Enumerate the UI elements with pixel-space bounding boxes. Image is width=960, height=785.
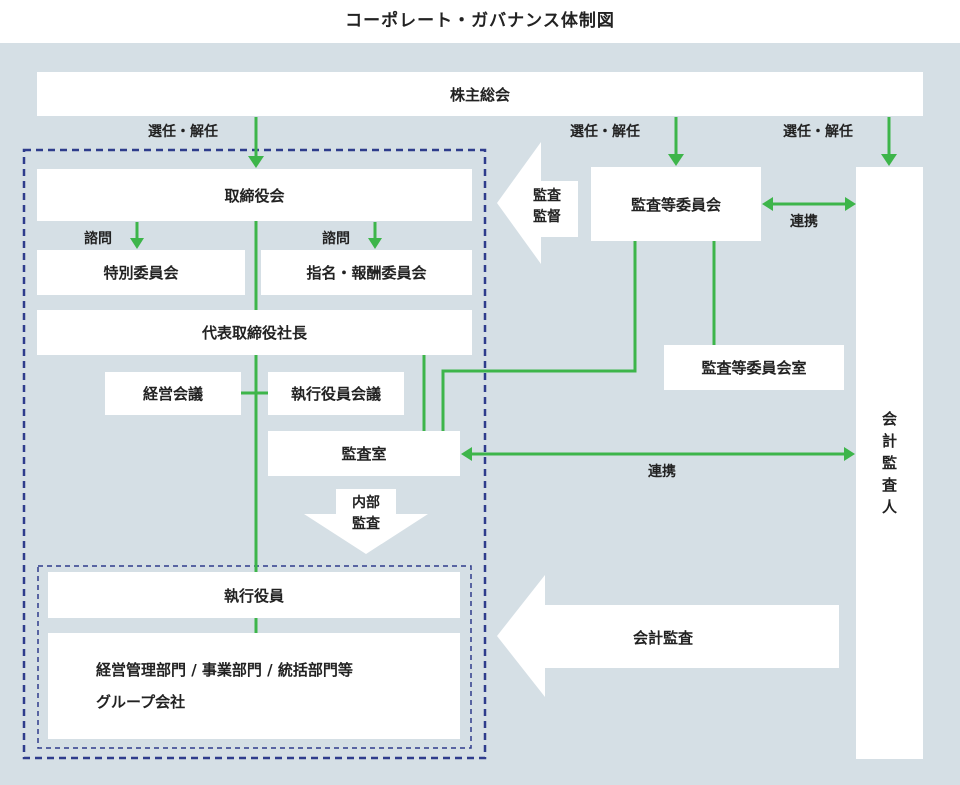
elect-dismiss-label-audit-committee: 選任・解任 [570, 124, 640, 140]
internal-audit-line1: 内部 [352, 495, 380, 511]
accounting-auditor-char-3: 監 [881, 454, 897, 472]
internal-audit-label: 内部 監査 [346, 493, 386, 535]
elect-dismiss-label-board: 選任・解任 [148, 124, 218, 140]
page-title: コーポレート・ガバナンス体制図 [345, 11, 615, 31]
ceo-box: 代表取締役社長 [37, 310, 472, 355]
audit-supervision-line2: 監督 [533, 209, 561, 225]
internal-audit-office-box: 監査室 [268, 431, 460, 476]
management-meeting-box: 経営会議 [105, 372, 241, 415]
shareholders-meeting-box: 株主総会 [37, 72, 923, 116]
audit-supervision-arrow [497, 142, 578, 264]
audit-supervision-label: 監査 監督 [527, 186, 567, 228]
special-committee-box: 特別委員会 [37, 250, 245, 295]
audit-supervision-line1: 監査 [533, 188, 561, 204]
internal-audit-arrow [304, 489, 428, 554]
cooperation-label-top: 連携 [790, 214, 818, 230]
audit-committee-box: 監査等委員会 [591, 167, 761, 241]
accounting-auditor-char-2: 計 [881, 432, 897, 450]
nomination-committee-box: 指名・報酬委員会 [261, 250, 472, 295]
consult-label-nomination: 諮問 [322, 231, 350, 247]
accounting-auditor-char-4: 査 [881, 476, 897, 494]
accounting-auditor-box: 会 計 監 査 人 [856, 167, 923, 759]
internal-audit-line2: 監査 [352, 516, 380, 532]
consult-label-special: 諮問 [84, 231, 112, 247]
accounting-auditor-char-5: 人 [881, 498, 897, 516]
board-of-directors-box: 取締役会 [37, 169, 472, 221]
departments-line1: 経営管理部門 / 事業部門 / 統括部門等 [96, 661, 353, 679]
audit-committee-office-box: 監査等委員会室 [664, 345, 844, 390]
executive-officers-box: 執行役員 [48, 572, 460, 618]
departments-box: 経営管理部門 / 事業部門 / 統括部門等 グループ会社 [48, 633, 460, 739]
elect-dismiss-label-auditor: 選任・解任 [783, 124, 853, 140]
executive-officers-meeting-box: 執行役員会議 [268, 372, 404, 415]
accounting-audit-arrow [497, 575, 839, 697]
accounting-audit-label: 会計監査 [633, 629, 694, 647]
departments-line2: グループ会社 [96, 693, 186, 711]
cooperation-label-bottom: 連携 [648, 464, 676, 480]
accounting-auditor-char-1: 会 [881, 410, 897, 428]
